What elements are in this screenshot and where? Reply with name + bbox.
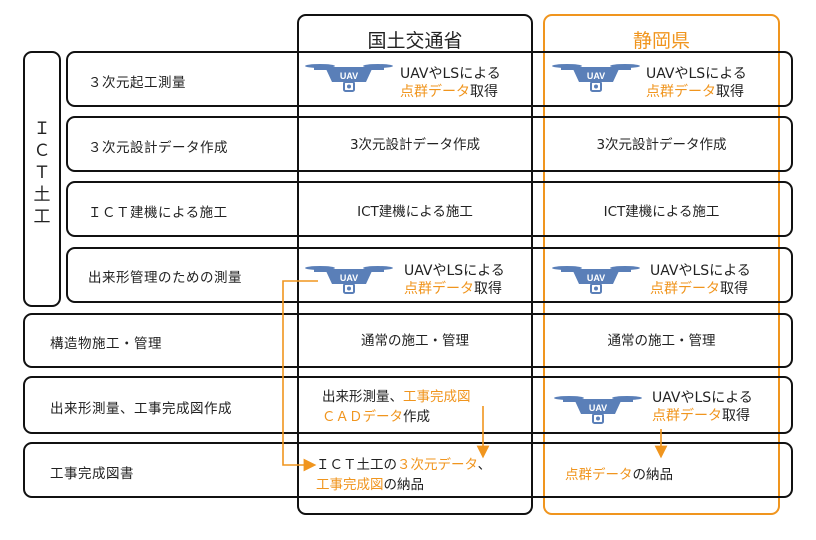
ict-char-5: 工 xyxy=(33,207,51,227)
create-text: 作成 xyxy=(403,409,430,425)
row-label-4: 出来形管理のための測量 xyxy=(88,270,242,286)
row-box-4 xyxy=(66,247,793,303)
shizuoka-row2-text: 3次元設計データ作成 xyxy=(596,137,727,153)
3d-data-text: ３次元データ xyxy=(397,457,478,473)
row-label-6: 出来形測量、工事完成図作成 xyxy=(50,401,232,417)
acquire-text: 取得 xyxy=(722,408,750,424)
mlit-row4-text: UAVやLSによる 点群データ取得 xyxy=(404,262,505,298)
drone-label: UAV xyxy=(587,71,605,81)
shizuoka-column-box xyxy=(543,14,780,515)
drone-icon: UAV xyxy=(551,60,641,98)
ict-doko-group-box xyxy=(23,51,61,307)
ict-char-2: Ｃ xyxy=(33,141,51,161)
arrow-row4-to-row7 xyxy=(282,280,318,472)
shizuoka-row6-text: UAVやLSによる 点群データ取得 xyxy=(652,389,753,425)
point-cloud-text: 点群データ xyxy=(652,408,722,424)
mlit-row6-text: 出来形測量、工事完成図 ＣＡＤデータ作成 xyxy=(322,388,471,426)
acquire-text: 取得 xyxy=(474,281,502,297)
uav-line2: 点群データ取得 xyxy=(404,280,505,298)
mlit-column-box xyxy=(297,14,533,515)
row-box-5 xyxy=(23,313,793,368)
mlit-row7-line1: ＩＣＴ土工の３次元データ、 xyxy=(316,456,491,474)
row-box-1 xyxy=(66,51,793,107)
point-cloud-text: 点群データ xyxy=(646,84,716,100)
shizuoka-row1-text: UAVやLSによる 点群データ取得 xyxy=(646,65,747,101)
acquire-text: 取得 xyxy=(470,84,498,100)
shizuoka-row5-text: 通常の施工・管理 xyxy=(607,333,716,349)
mlit-row6-line1: 出来形測量、工事完成図 xyxy=(322,388,471,406)
drone-icon: UAV xyxy=(304,60,394,98)
mlit-row3-text: ICT建機による施工 xyxy=(357,204,473,220)
mlit-row6-line2: ＣＡＤデータ作成 xyxy=(322,408,471,426)
point-cloud-text: 点群データ xyxy=(400,84,470,100)
uav-line1: UAVやLSによる xyxy=(646,66,747,82)
ict-doko-label: Ｉ Ｃ Ｔ 土 工 xyxy=(23,118,61,228)
ict-char-3: Ｔ xyxy=(33,163,51,183)
shizuoka-row7-text: 点群データの納品 xyxy=(565,466,673,484)
point-cloud-text: 点群データ xyxy=(404,281,474,297)
comma-text: 、 xyxy=(477,457,492,473)
ict-char-4: 土 xyxy=(33,185,51,205)
mlit-row5-text: 通常の施工・管理 xyxy=(361,333,469,349)
as-built-survey-text: 出来形測量、 xyxy=(322,389,403,405)
row-label-7: 工事完成図書 xyxy=(50,466,134,482)
drone-label: UAV xyxy=(340,273,358,283)
shizuoka-row4-text: UAVやLSによる 点群データ取得 xyxy=(650,262,751,298)
row-box-2 xyxy=(66,116,793,172)
row-label-1: ３次元起工測量 xyxy=(88,75,186,91)
cad-data-text: ＣＡＤデータ xyxy=(322,409,403,425)
mlit-row2-text: 3次元設計データ作成 xyxy=(349,137,481,153)
completion-drawing-text: 工事完成図 xyxy=(403,389,471,405)
delivery-text: の納品 xyxy=(383,477,425,493)
point-cloud-text: 点群データ xyxy=(650,281,720,297)
uav-line1: UAVやLSによる xyxy=(652,390,753,406)
row-label-5: 構造物施工・管理 xyxy=(50,336,162,352)
uav-line2: 点群データ取得 xyxy=(650,280,751,298)
mlit-row7-text: ＩＣＴ土工の３次元データ、 工事完成図の納品 xyxy=(316,456,491,494)
mlit-row1-text: UAVやLSによる 点群データ取得 xyxy=(400,65,501,101)
uav-line2: 点群データ取得 xyxy=(652,407,753,425)
uav-line1: UAVやLSによる xyxy=(650,263,751,279)
drone-label: UAV xyxy=(589,403,607,413)
row-label-2: ３次元設計データ作成 xyxy=(88,140,228,156)
point-cloud-text: 点群データ xyxy=(565,467,633,483)
drone-icon: UAV xyxy=(553,392,643,430)
shizuoka-row3-text: ICT建機による施工 xyxy=(603,204,720,220)
acquire-text: 取得 xyxy=(716,84,744,100)
ict-doko-no-text: ＩＣＴ土工の xyxy=(316,457,397,473)
mlit-header: 国土交通省 xyxy=(367,30,463,52)
drone-label: UAV xyxy=(587,273,605,283)
uav-line1: UAVやLSによる xyxy=(404,263,505,279)
ict-char-1: Ｉ xyxy=(33,119,51,139)
row-box-6 xyxy=(23,376,793,434)
drone-icon: UAV xyxy=(304,262,394,300)
row-box-3 xyxy=(66,181,793,237)
uav-line1: UAVやLSによる xyxy=(400,66,501,82)
acquire-text: 取得 xyxy=(720,281,748,297)
delivery-text: の納品 xyxy=(632,467,674,483)
completion-drawing-text: 工事完成図 xyxy=(316,477,384,493)
drone-label: UAV xyxy=(340,71,358,81)
shizuoka-header: 静岡県 xyxy=(632,30,690,52)
uav-line2: 点群データ取得 xyxy=(646,83,747,101)
row-label-3: ＩＣＴ建機による施工 xyxy=(88,205,228,221)
mlit-row7-line2: 工事完成図の納品 xyxy=(316,476,491,494)
row-box-7 xyxy=(23,442,793,498)
drone-icon: UAV xyxy=(551,262,641,300)
uav-line2: 点群データ取得 xyxy=(400,83,501,101)
